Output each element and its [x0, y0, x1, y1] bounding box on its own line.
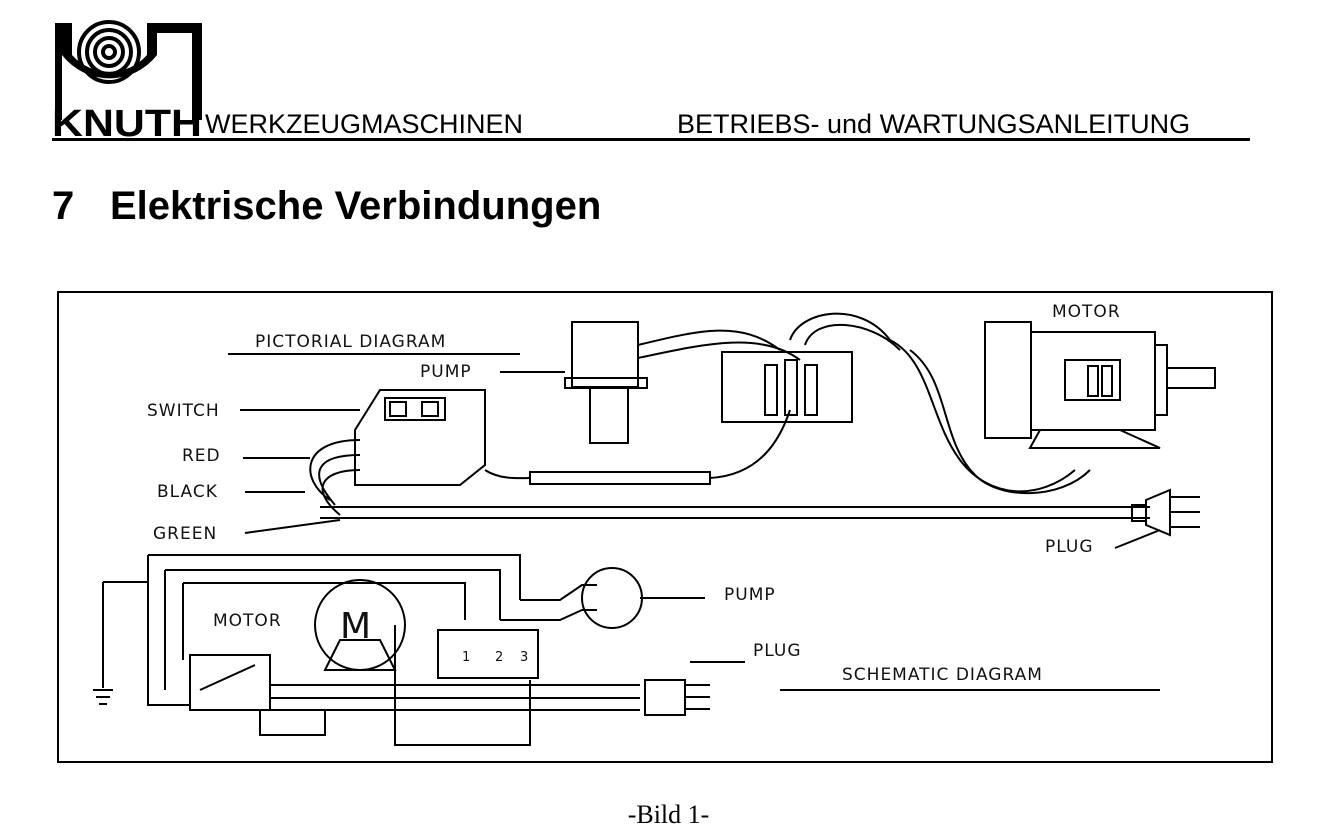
wire-black-label: BLACK	[157, 482, 218, 502]
schematic-pump-label: PUMP	[724, 585, 776, 605]
switch-box	[354, 389, 486, 486]
motor-body	[984, 321, 1032, 439]
terminal-block	[721, 351, 853, 423]
schematic-motor-label: MOTOR	[213, 611, 282, 631]
wire-red-label: RED	[182, 446, 221, 466]
motor-symbol-m: M	[340, 606, 372, 647]
figure-caption: -Bild 1-	[627, 800, 710, 829]
brand-subtitle: WERKZEUGMASCHINEN	[205, 109, 524, 139]
schematic-switch	[189, 654, 271, 711]
switch-label: SWITCH	[147, 401, 220, 421]
pump-symbol-circle	[581, 567, 643, 629]
logo-wordmark: KNUTH	[52, 103, 202, 138]
terminal-3: 3	[520, 650, 529, 665]
pump-label: PUMP	[420, 362, 472, 382]
pictorial-diagram-title: PICTORIAL DIAGRAM	[255, 332, 446, 352]
terminal-1: 1	[462, 650, 471, 665]
terminal-2: 2	[495, 650, 504, 665]
motor-label: MOTOR	[1052, 302, 1121, 322]
header-rule	[52, 138, 1250, 141]
section-number: 7	[52, 184, 75, 228]
schematic-terminals	[437, 629, 539, 679]
wire-green-label: GREEN	[153, 524, 217, 544]
schematic-plug-label: PLUG	[753, 641, 802, 661]
diagram-frame	[57, 291, 1273, 763]
plug-label: PLUG	[1045, 537, 1094, 557]
section-heading: 7 Elektrische Verbindungen	[52, 182, 601, 230]
knuth-logo: KNUTH	[52, 20, 202, 138]
schematic-diagram-title: SCHEMATIC DIAGRAM	[842, 665, 1043, 685]
section-title: Elektrische Verbindungen	[110, 184, 602, 228]
document-type: BETRIEBS- und WARTUNGSANLEITUNG	[677, 109, 1191, 139]
